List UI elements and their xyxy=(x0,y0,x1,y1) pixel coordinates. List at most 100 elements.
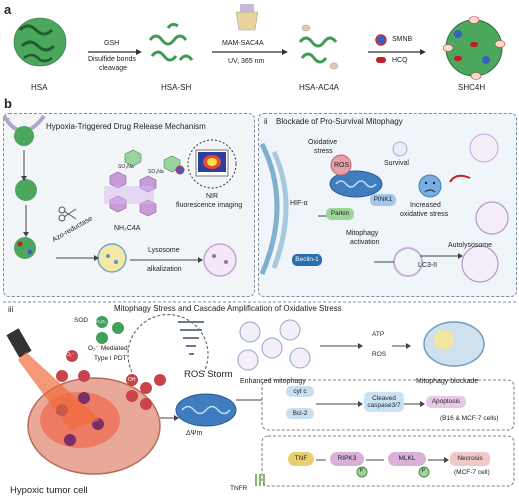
laser-icon xyxy=(6,328,100,430)
label-ros-storm: ROS Storm xyxy=(184,369,233,380)
label-atp: ATP xyxy=(372,331,385,338)
hcq-icon xyxy=(376,57,386,63)
box-parkin: Parkin xyxy=(326,208,354,220)
label-ros-ii: ROS xyxy=(334,162,350,169)
label-cleaved-1: Cleaved xyxy=(372,394,396,402)
box-ripk3: RIPK3 xyxy=(330,452,364,466)
sub-i-title: Hypoxia-Triggered Drug Release Mechanism xyxy=(46,122,206,131)
mam-sac4a-flask-icon xyxy=(235,4,259,31)
label-so3na-2: SO₃Na xyxy=(148,169,164,175)
nanoparticle-icon xyxy=(14,126,37,259)
inhibition-arrow xyxy=(449,174,471,183)
label-lc3: LC3-II xyxy=(418,262,438,269)
hsa-ac4a-protein-icon xyxy=(298,24,339,70)
label-nh2c4a: NH₂C4A xyxy=(114,225,141,232)
hsa-protein-icon xyxy=(13,17,67,67)
phospho-1 xyxy=(356,466,368,478)
label-oxidative-2: stress xyxy=(314,148,333,155)
panel-iii-title: Mitophagy Stress and Cascade Amplificati… xyxy=(114,304,342,313)
ros-storm-tornado-icon xyxy=(178,321,204,355)
panel-iii-num: iii xyxy=(8,305,14,314)
hydroxyl-icon xyxy=(126,374,166,410)
tnfr-receptor-icon xyxy=(255,474,265,486)
label-cells-1: (B16 & MCF-7 cells) xyxy=(440,415,499,422)
label-h2o2: H₂O₂ xyxy=(96,319,107,324)
label-dpsi: ΔΨm xyxy=(186,430,203,437)
phospho-2 xyxy=(418,466,430,478)
autophagosome-icon xyxy=(393,133,509,283)
label-o2-a: O₂⁻ xyxy=(66,352,75,358)
label-mito-act-1: Mitophagy xyxy=(346,230,379,237)
label-uv: UV, 365 nm xyxy=(228,58,265,65)
scissors-icon xyxy=(58,206,77,222)
er-structure-icon xyxy=(259,142,289,275)
label-oh: OH xyxy=(128,377,136,383)
label-type1: Type I PDT xyxy=(94,355,127,362)
mitochondria-icon xyxy=(329,170,383,198)
hsa-sh-protein-icon xyxy=(148,22,194,62)
label-ros-iii: ROS xyxy=(372,351,387,358)
label-survival: Survival xyxy=(384,160,409,167)
label-p-2: P xyxy=(421,468,426,474)
label-oxidative-1: Oxidative xyxy=(308,139,338,146)
face-sad-icon xyxy=(418,174,442,198)
label-cleaved-2: caspase3/7 xyxy=(367,402,401,409)
box-pink1: PINK1 xyxy=(370,194,396,206)
label-hif: HIF-α xyxy=(290,200,308,207)
label-tnfr: TNFR xyxy=(230,485,248,492)
box-apoptosis: Apoptosis xyxy=(426,396,466,408)
label-hsa-ac4a: HSA-AC4A xyxy=(299,83,340,92)
label-shc4h: SHC4H xyxy=(458,83,486,92)
label-disulfide-2: cleavage xyxy=(99,65,128,72)
ros-bubble-icon xyxy=(330,154,352,176)
h2o2-icon xyxy=(96,316,124,344)
box-beclin: Beclin-1 xyxy=(292,254,322,266)
sub-ii-title: Blockade of Pro-Survival Mitophagy xyxy=(276,117,403,126)
label-enhanced: Enhanced mitophagy xyxy=(240,378,306,385)
lysosome-icon xyxy=(97,243,237,277)
apoptosis-frame xyxy=(261,379,515,431)
panel-b-letter: b xyxy=(4,96,12,111)
mitochondria-iii-icon xyxy=(175,393,237,427)
smnb-icon xyxy=(375,34,387,46)
mitophagy-blockade-icon xyxy=(423,321,485,367)
box-necrosis: Necrosis xyxy=(450,452,490,466)
label-cells-2: (MCF-7 cell) xyxy=(454,469,490,476)
label-hsa: HSA xyxy=(31,83,48,92)
label-nir-1: NIR xyxy=(206,193,219,200)
necrosis-frame xyxy=(261,435,515,487)
box-bcl2: Bcl-2 xyxy=(286,408,314,419)
o2-radical-icon xyxy=(56,350,90,382)
label-sod: SOD xyxy=(74,317,89,324)
label-blockade: Mitophagy blockade xyxy=(416,378,479,385)
label-disulfide-1: Disulfide bonds xyxy=(88,56,136,63)
box-cytc: cyt c xyxy=(286,386,314,397)
label-smnb: SMNB xyxy=(392,36,413,43)
label-gsh: GSH xyxy=(104,40,120,47)
label-increased-1: Increased xyxy=(410,202,441,209)
box-cleaved: Cleaved caspase3/7 xyxy=(364,392,404,412)
face-survival-icon xyxy=(392,141,408,157)
enhanced-mitophagy-icon xyxy=(237,319,311,371)
label-p-1: P xyxy=(359,468,364,474)
label-hsa-sh: HSA-SH xyxy=(161,83,192,92)
label-nir-2: fluorescence imaging xyxy=(176,202,243,209)
label-increased-2: oxidative stress xyxy=(400,211,449,218)
sub-ii-num: ii xyxy=(264,117,268,126)
panel-a-letter: a xyxy=(4,2,12,17)
label-lysosome-1: Lysosome xyxy=(148,247,180,254)
box-tnf: TNF xyxy=(288,452,314,466)
shc4h-nanoparticle-icon xyxy=(442,16,506,80)
nir-imaging-icon xyxy=(175,139,237,189)
label-o2-mediated: O₂⁻ Mediated xyxy=(88,345,128,352)
label-autolysosome: Autolysosome xyxy=(448,242,492,249)
box-mlkl: MLKL xyxy=(388,452,426,466)
label-so3na-1: SO₃Na xyxy=(118,164,134,170)
label-hcq: HCQ xyxy=(392,57,408,64)
label-lysosome-2: alkalization xyxy=(147,266,182,273)
label-mito-act-2: activation xyxy=(350,239,380,246)
label-mam-sac4a: MAM-SAC4A xyxy=(222,40,264,47)
